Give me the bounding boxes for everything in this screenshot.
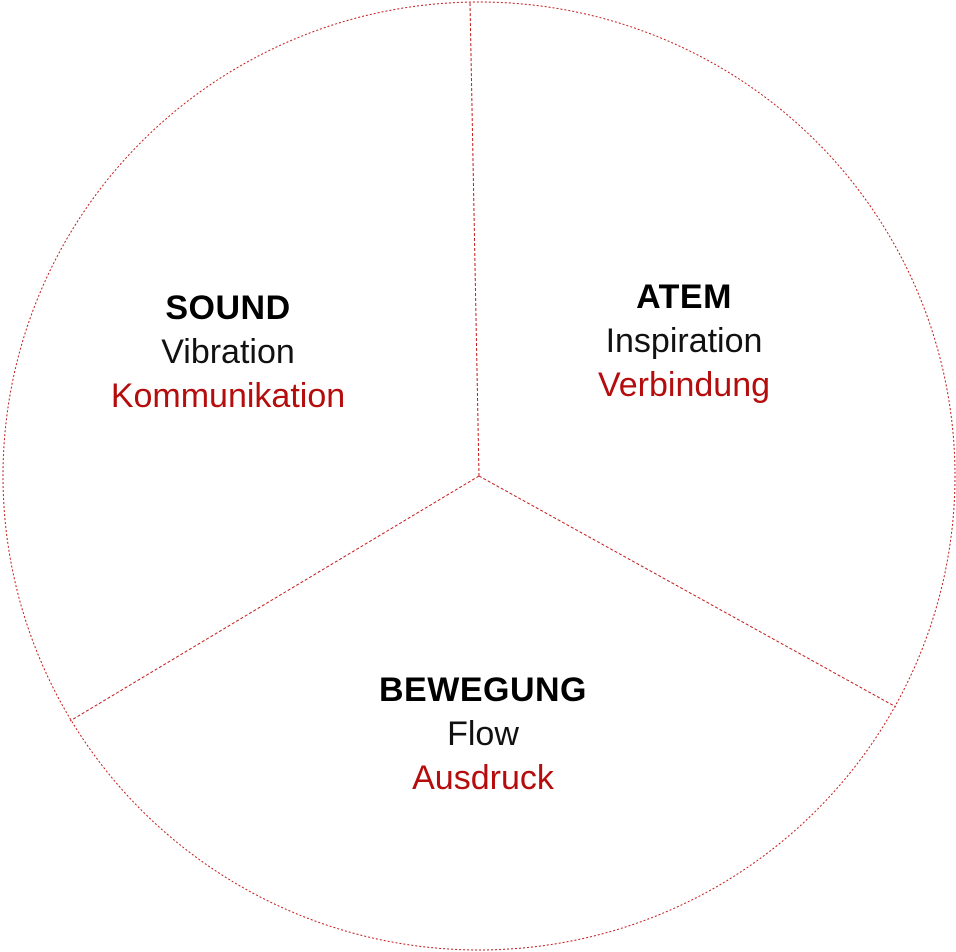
segment-bewegung: BEWEGUNG Flow Ausdruck [303, 668, 663, 801]
segment-sound: SOUND Vibration Kommunikation [48, 286, 408, 419]
segment-sound-line2: Kommunikation [110, 377, 346, 416]
segment-sound-title: SOUND [165, 289, 291, 327]
segment-bewegung-title: BEWEGUNG [379, 671, 587, 709]
segment-atem-title: ATEM [636, 278, 732, 316]
segment-sound-line1: Vibration [161, 333, 295, 372]
divider-left [69, 475, 480, 722]
divider-top [469, 1, 480, 477]
segment-bewegung-line2: Ausdruck [412, 759, 554, 798]
segment-atem-line2: Verbindung [597, 366, 771, 405]
segment-atem-line1: Inspiration [605, 322, 763, 361]
divider-right [478, 475, 897, 708]
segment-bewegung-line1: Flow [447, 715, 519, 754]
segment-atem: ATEM Inspiration Verbindung [504, 275, 864, 408]
